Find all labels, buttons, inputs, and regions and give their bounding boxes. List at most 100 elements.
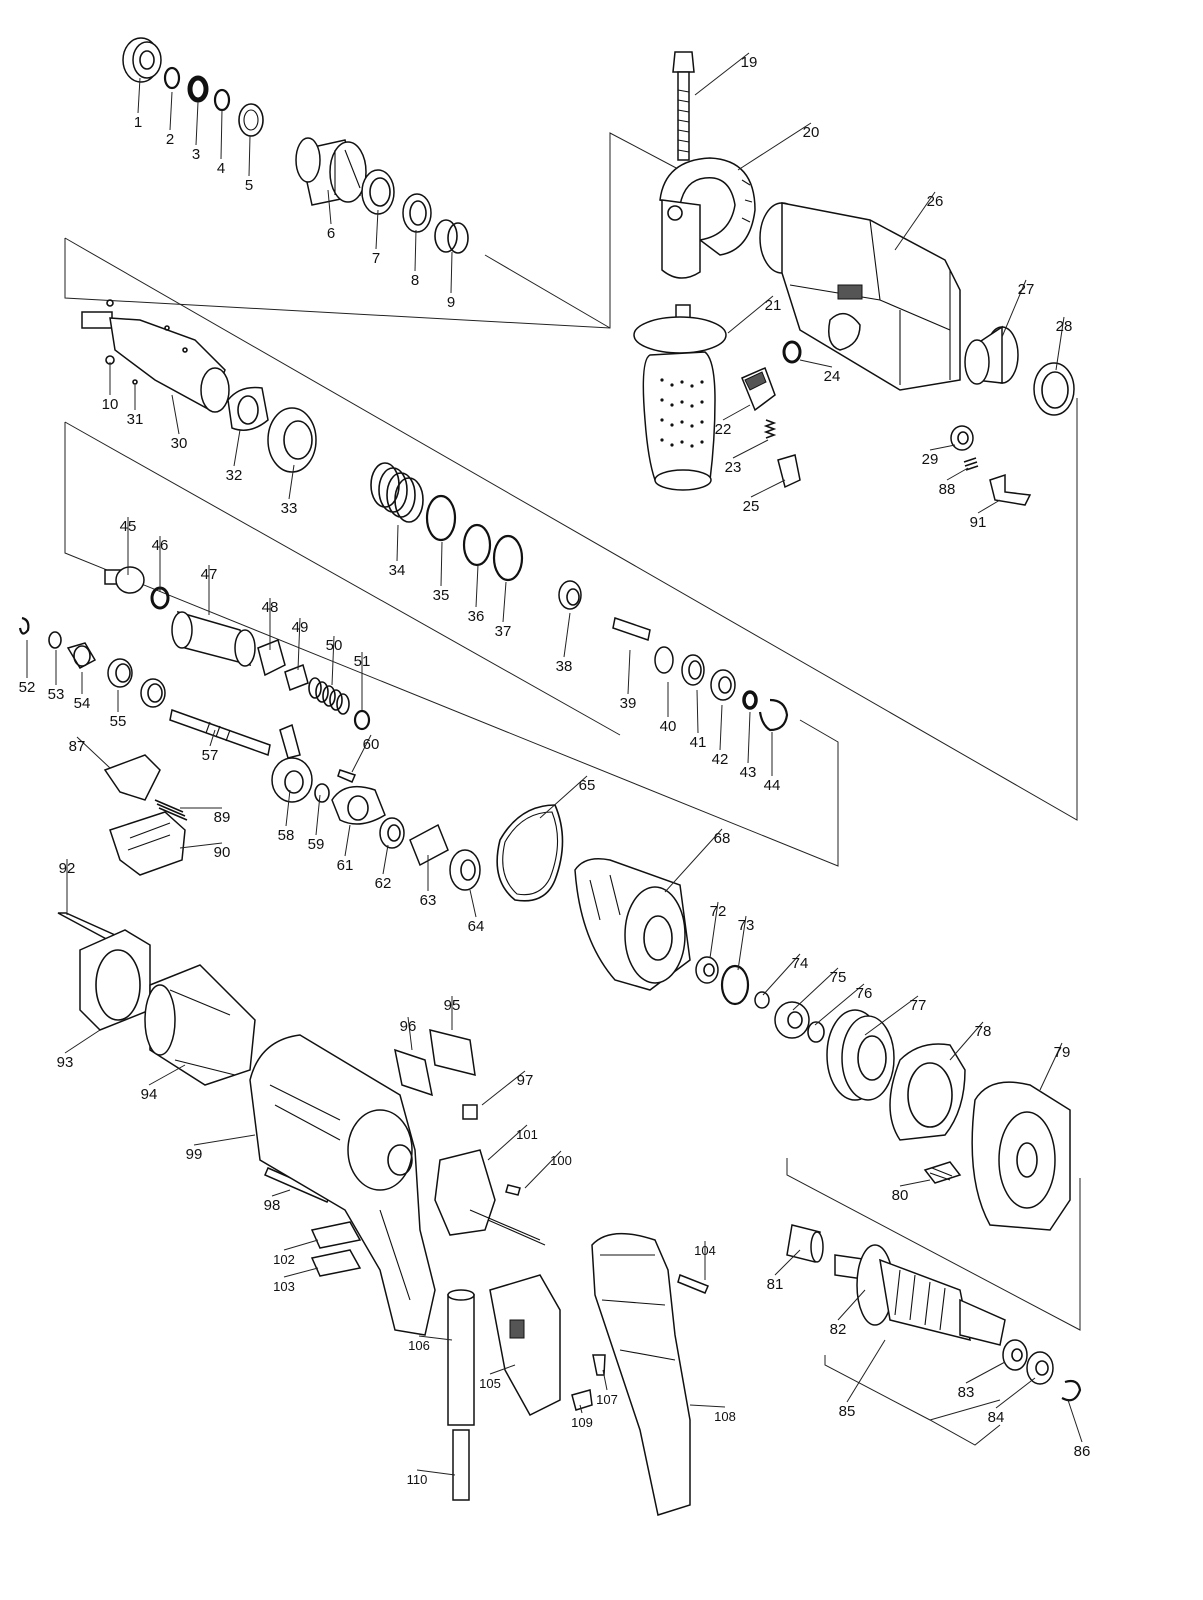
part-number-label: 89: [214, 809, 231, 826]
leader-line-80: [899, 1179, 931, 1187]
part-33-gear: [267, 407, 317, 473]
part-number-label: 52: [19, 679, 36, 696]
part-number-label: 29: [922, 451, 939, 468]
leader-line-94: [148, 1064, 186, 1086]
leader-line-109: [579, 1404, 583, 1414]
part-37-ring: [492, 534, 524, 582]
leader-line-99: [193, 1134, 256, 1146]
part-31-ball: [132, 379, 138, 385]
leader-line-65: [539, 775, 588, 819]
part-30-tool-holder: [81, 299, 230, 413]
part-number-label: 96: [400, 1018, 417, 1035]
leader-line-93: [64, 1029, 101, 1054]
part-45-piston: [104, 566, 145, 594]
part-77-fan: [826, 1009, 895, 1101]
part-109-clip: [571, 1389, 593, 1411]
part-103-label: [310, 1249, 362, 1277]
part-79-housing-cover: [971, 1081, 1071, 1231]
leader-line-85: [846, 1339, 886, 1403]
leader-line-86: [1067, 1399, 1083, 1443]
part-number-label: 79: [1054, 1044, 1071, 1061]
part-number-label: 92: [59, 860, 76, 877]
leader-line-25: [750, 479, 786, 498]
part-number-label: 60: [363, 736, 380, 753]
part-number-label: 76: [856, 985, 873, 1002]
part-number-label: 10: [102, 396, 119, 413]
leader-line-33: [288, 464, 295, 500]
part-number-label: 42: [712, 751, 729, 768]
part-number-label: 45: [120, 518, 137, 535]
part-number-label: 41: [690, 734, 707, 751]
leader-line-43: [747, 711, 751, 764]
part-22-button: [741, 366, 776, 412]
part-74-sleeve: [754, 991, 770, 1009]
leader-line-34: [396, 524, 399, 562]
leader-line-35: [440, 541, 443, 587]
part-number-label: 53: [48, 686, 65, 703]
part-number-label: 21: [765, 297, 782, 314]
part-number-label: 39: [620, 695, 637, 712]
part-number-label: 38: [556, 658, 573, 675]
part-55-bearing: [107, 658, 133, 688]
part-41-ring: [681, 654, 705, 686]
part-number-labels: 1234567891031303233343536373819202122232…: [19, 54, 1091, 1487]
part-87-plate: [103, 754, 161, 801]
part-number-label: 22: [715, 421, 732, 438]
part-8-washer: [402, 193, 432, 233]
leader-line-62: [382, 844, 389, 875]
leader-line-91: [977, 499, 1001, 514]
part-number-label: 37: [495, 623, 512, 640]
part-number-label: 3: [192, 146, 200, 163]
part-number-label: 6: [327, 225, 335, 242]
part-number-label: 78: [975, 1023, 992, 1040]
part-number-label: 57: [202, 747, 219, 764]
part-86-clip: [1061, 1379, 1082, 1402]
part-number-label: 51: [354, 653, 371, 670]
leader-line-32: [233, 429, 241, 467]
part-96-label: [394, 1048, 433, 1097]
part-65-gasket: [496, 804, 564, 902]
part-1-seal: [122, 37, 162, 83]
leader-line-29: [929, 444, 956, 451]
part-number-label: 98: [264, 1197, 281, 1214]
leader-line-88: [946, 467, 969, 481]
part-43-oring: [742, 690, 758, 710]
leader-line-27: [1001, 279, 1027, 338]
leader-line-100: [524, 1150, 562, 1189]
part-84-bearing: [1026, 1351, 1054, 1385]
leader-line-74: [762, 953, 801, 996]
leader-line-73: [737, 915, 747, 971]
part-51-ring: [353, 709, 371, 731]
part-106-tube: [447, 1289, 475, 1426]
leader-line-105: [489, 1364, 516, 1375]
leader-line-2: [169, 91, 173, 131]
leader-line-58: [285, 789, 291, 827]
part-number-label: 68: [714, 830, 731, 847]
leader-line-24: [799, 359, 833, 368]
part-number-label: 59: [308, 836, 325, 853]
part-6-sleeve: [295, 137, 367, 206]
leader-line-26: [894, 191, 936, 251]
part-91-lever: [989, 473, 1032, 506]
leader-line-77: [864, 995, 919, 1036]
part-26-gear-housing: [759, 202, 961, 391]
part-number-label: 62: [375, 875, 392, 892]
leader-line-36: [475, 564, 479, 608]
part-32-ring: [227, 386, 269, 431]
leader-line-84: [995, 1377, 1036, 1409]
part-35-ring: [425, 494, 457, 542]
part-number-label: 55: [110, 713, 127, 730]
leader-line-21: [727, 295, 774, 334]
part-number-label: 86: [1074, 1443, 1091, 1460]
part-63-plate: [409, 823, 449, 867]
leader-line-4: [220, 109, 223, 160]
leader-line-20: [737, 122, 812, 171]
leader-line-1: [137, 77, 141, 114]
part-number-label: 1: [134, 114, 142, 131]
part-number-label: 36: [468, 608, 485, 625]
leader-line-50: [331, 635, 335, 686]
part-90-bracket: [109, 811, 186, 876]
leader-line-38: [563, 612, 571, 658]
part-number-label: 65: [579, 777, 596, 794]
leader-line-64: [469, 889, 477, 918]
